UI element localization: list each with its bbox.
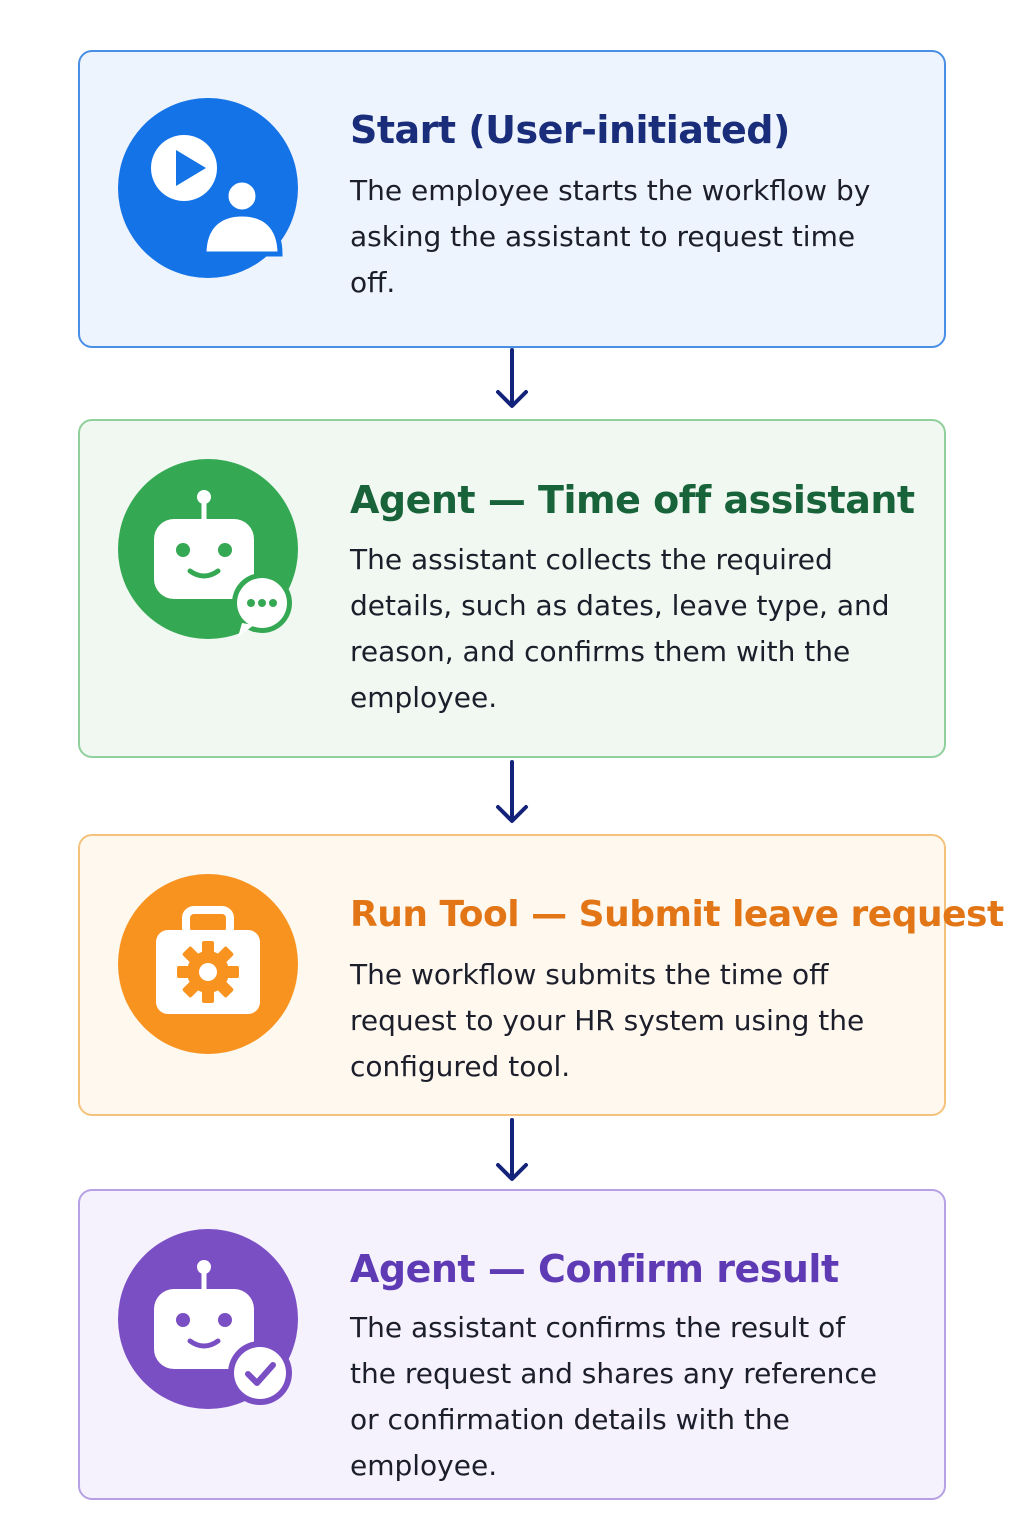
step-title: Agent — Time off assistant	[350, 478, 915, 522]
play-user-icon	[118, 98, 298, 278]
step-title: Run Tool — Submit leave request	[350, 894, 1004, 935]
flow-arrow	[492, 760, 532, 824]
robot-check-icon	[118, 1229, 298, 1409]
step-card-confirm-result: Agent — Confirm result The assistant con…	[78, 1189, 946, 1500]
step-title: Agent — Confirm result	[350, 1247, 839, 1291]
step-description: The workflow submits the time off reques…	[350, 958, 865, 1083]
step-card-agent-time-off: Agent — Time off assistant The assistant…	[78, 419, 946, 758]
step-description: The assistant collects the required deta…	[350, 543, 890, 714]
step-card-run-tool: Run Tool — Submit leave request The work…	[78, 834, 1004, 1116]
flow-arrow	[492, 348, 532, 410]
toolbox-gear-icon	[118, 874, 298, 1054]
step-card-start: Start (User-initiated) The employee star…	[78, 50, 946, 348]
flow-arrow	[492, 1118, 532, 1182]
step-description: The assistant confirms the result of the…	[350, 1311, 877, 1482]
robot-chat-icon	[118, 459, 298, 639]
step-title: Start (User-initiated)	[350, 108, 790, 152]
step-description: The employee starts the workflow by aski…	[350, 174, 871, 299]
